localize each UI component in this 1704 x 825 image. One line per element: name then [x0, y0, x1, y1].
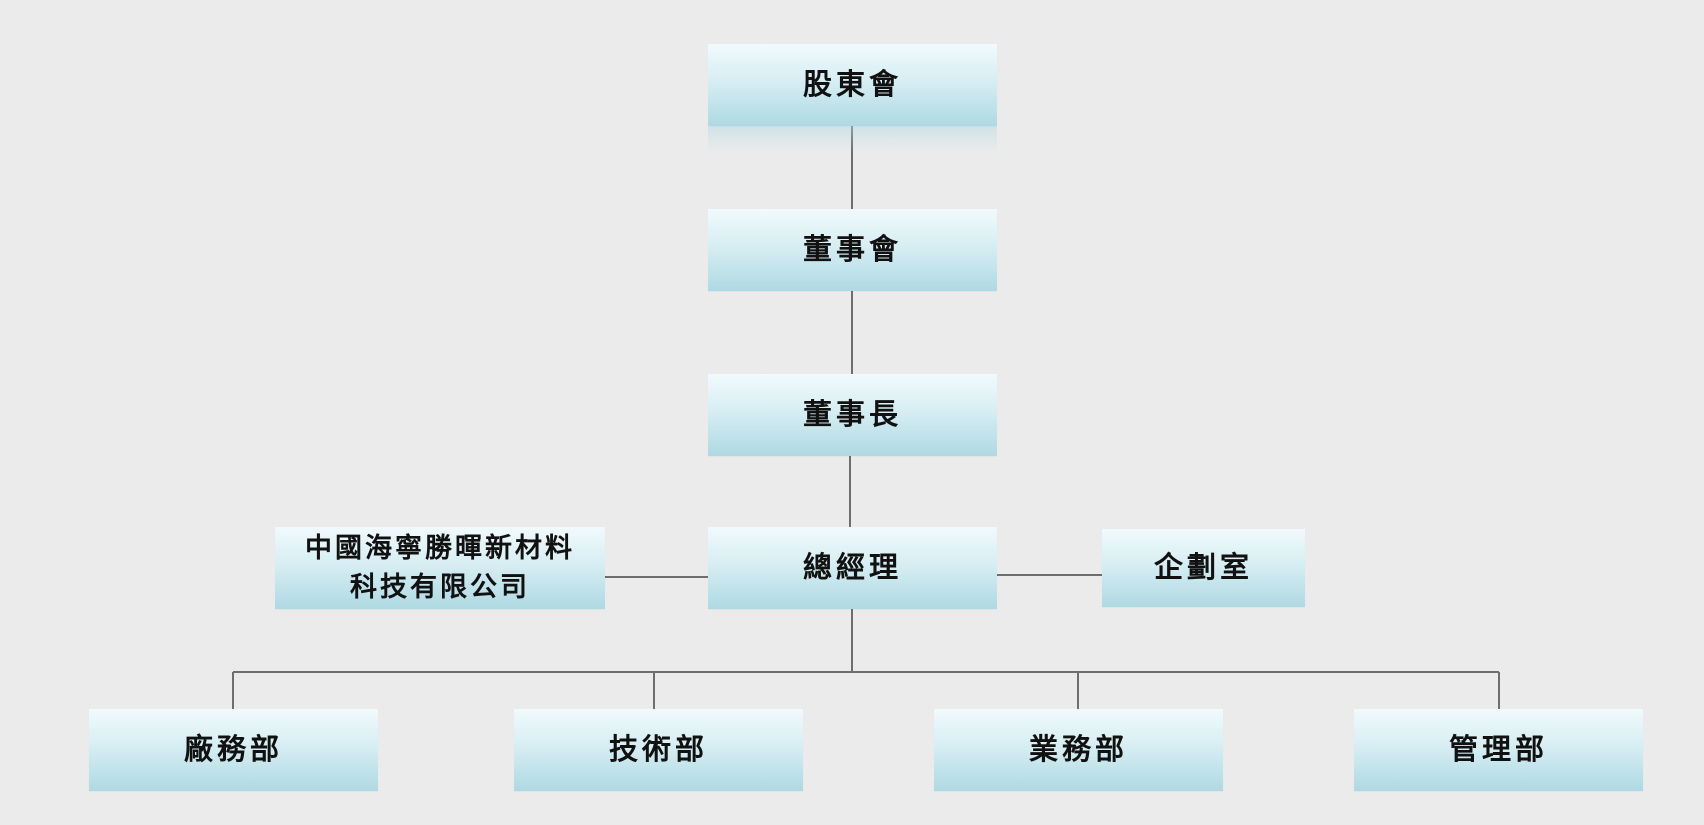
factory-department-label: 廠務部 [183, 732, 283, 767]
subsidiary-label-line1: 中國海寧勝暉新材料 [305, 532, 575, 564]
subsidiary-label-line2: 科技有限公司 [350, 572, 530, 603]
administration-department-label: 管理部 [1448, 732, 1548, 767]
sales-department-box: 業務部 [934, 709, 1223, 791]
board-label: 董事會 [802, 232, 902, 267]
subsidiary-label: 中國海寧勝暉新材料 科技有限公司 [305, 529, 575, 607]
planning-office-box: 企劃室 [1102, 529, 1305, 607]
shareholders-label: 股東會 [802, 67, 902, 102]
technology-department-label: 技術部 [608, 732, 708, 767]
chairman-label: 董事長 [802, 397, 902, 432]
chairman-box: 董事長 [708, 374, 997, 456]
factory-department-box: 廠務部 [89, 709, 378, 791]
board-box: 董事會 [708, 209, 997, 291]
sales-department-label: 業務部 [1028, 732, 1128, 767]
general-manager-label: 總經理 [802, 550, 902, 585]
shareholders-box: 股東會 [708, 44, 997, 126]
administration-department-box: 管理部 [1354, 709, 1643, 791]
technology-department-box: 技術部 [514, 709, 803, 791]
subsidiary-box: 中國海寧勝暉新材料 科技有限公司 [275, 527, 605, 609]
shareholders-box-reflection [708, 126, 997, 152]
general-manager-box: 總經理 [708, 527, 997, 609]
planning-office-label: 企劃室 [1153, 550, 1253, 585]
